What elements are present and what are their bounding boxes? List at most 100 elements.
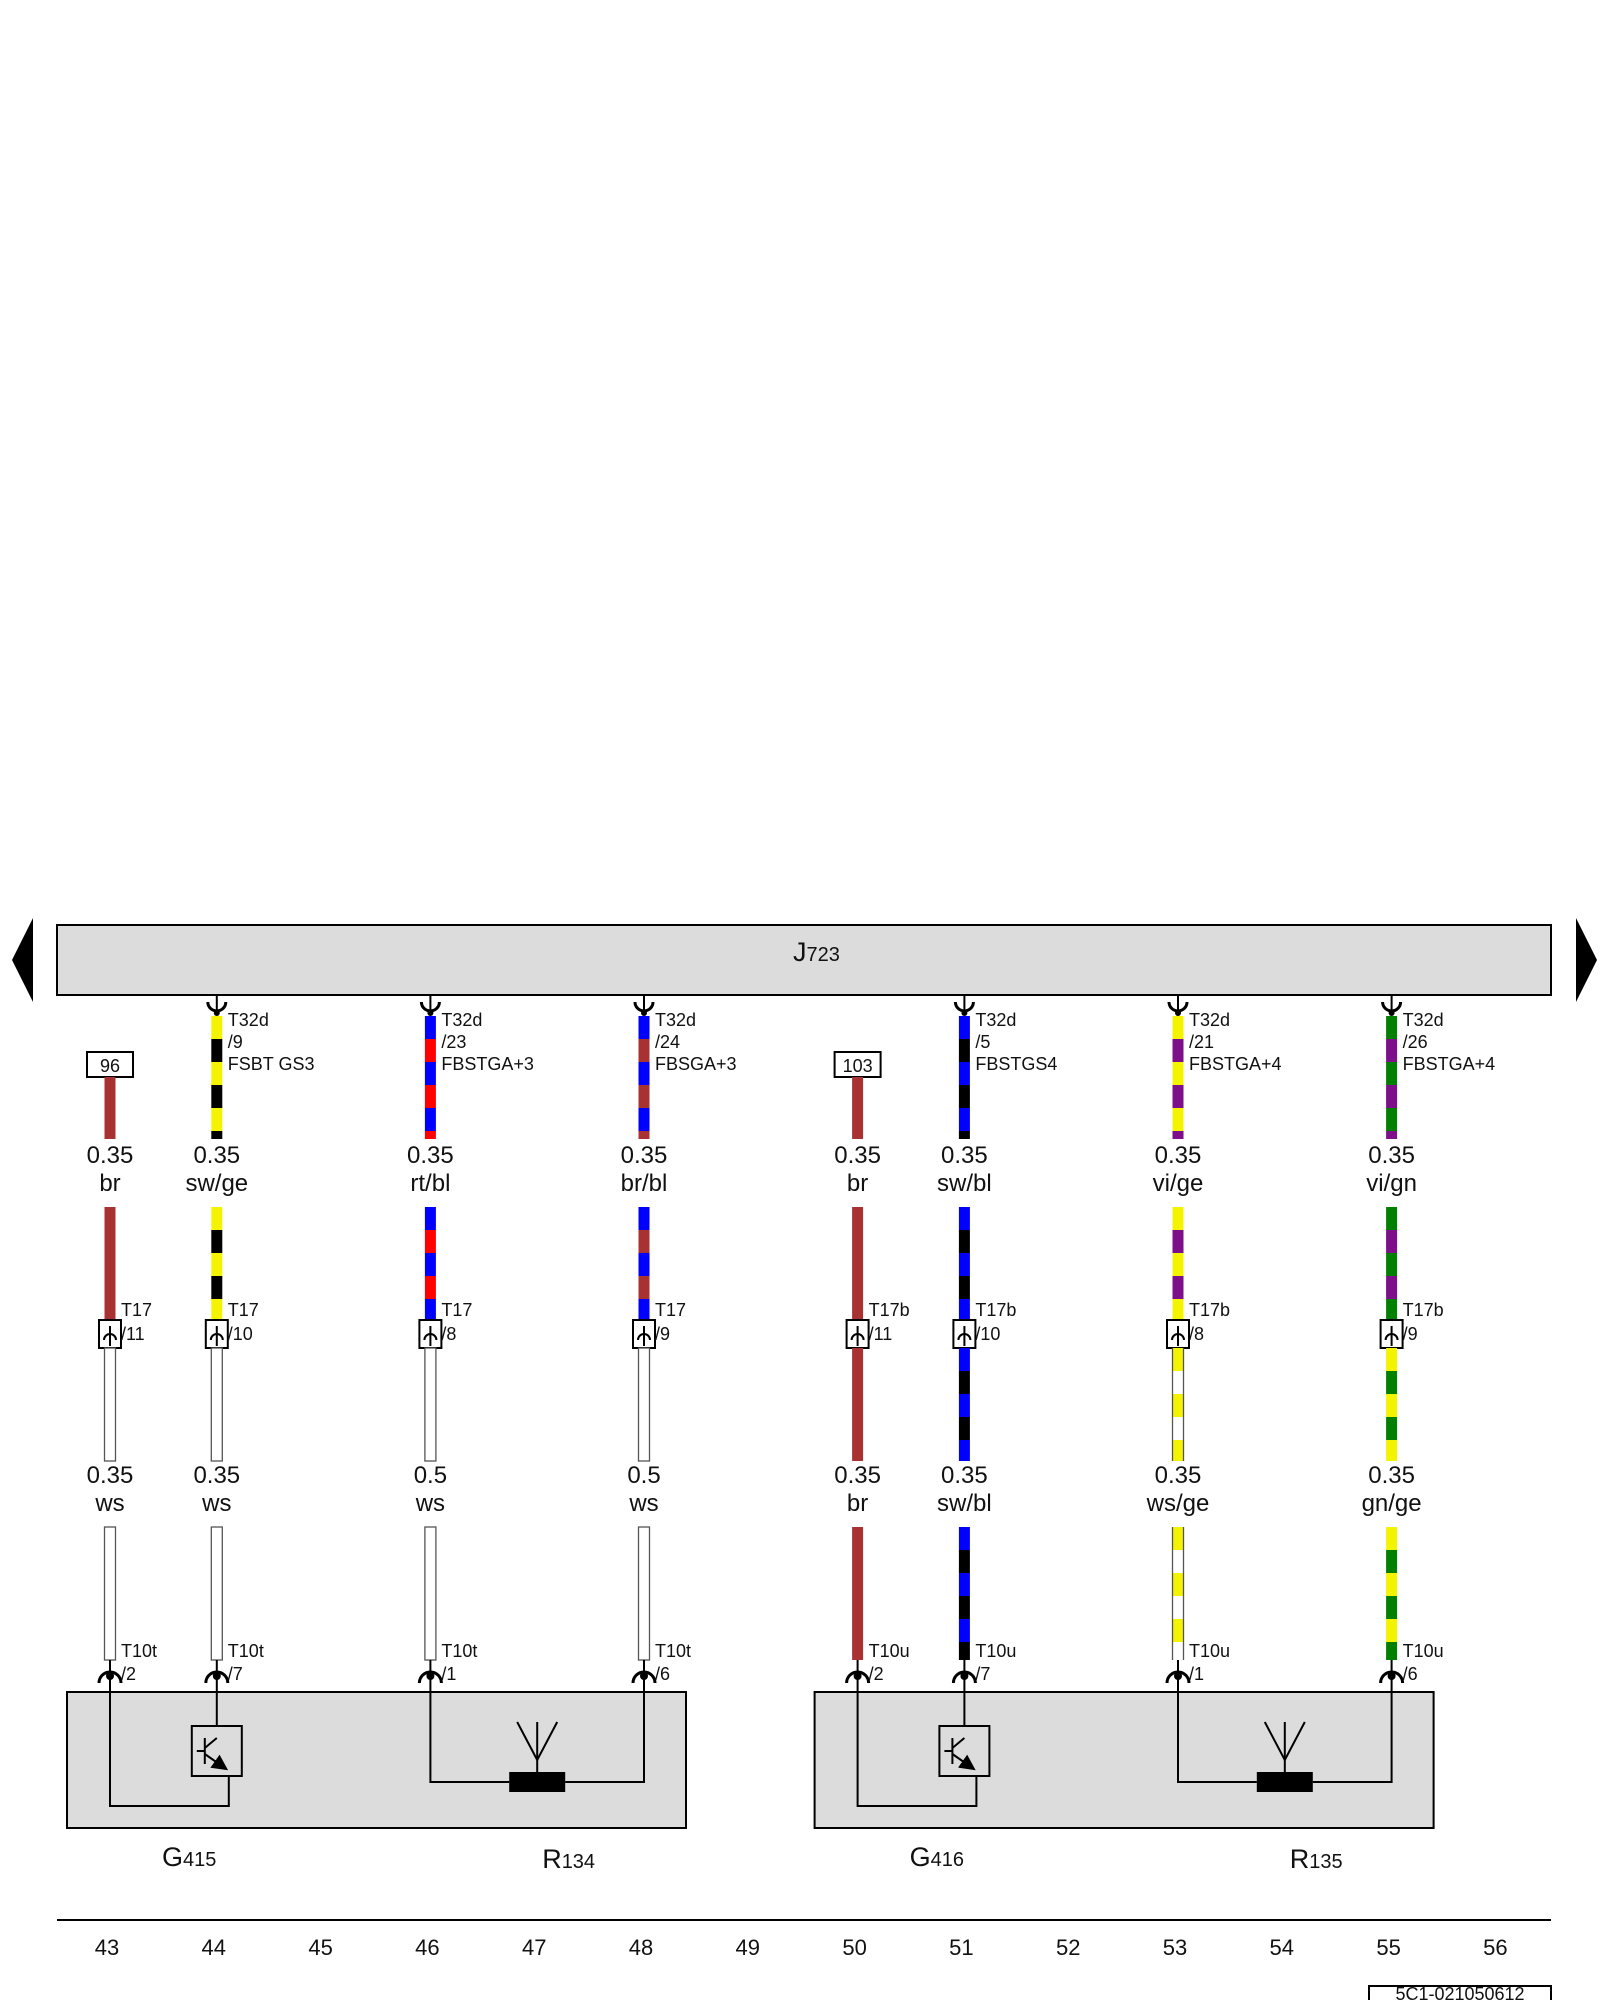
wire-cross-section: 0.35 <box>1155 1142 1202 1169</box>
previous-page-arrow-icon[interactable] <box>12 918 33 1002</box>
wire-stripe <box>1172 1039 1184 1062</box>
wire-stripe <box>958 1550 970 1573</box>
resistor-label: R134 <box>542 1844 595 1874</box>
wire-stripe <box>211 1131 223 1139</box>
wire-stripe <box>1172 1348 1184 1371</box>
wire-stripe <box>638 1230 650 1253</box>
wire-stripe <box>1172 1550 1184 1573</box>
wire-stripe <box>1386 1642 1398 1660</box>
wire-upper-top <box>424 1016 436 1139</box>
wire-stripe <box>958 1039 970 1062</box>
column-number: 48 <box>629 1935 653 1960</box>
wire-stripe <box>638 1253 650 1276</box>
wire-upper-top <box>104 1077 116 1139</box>
wire-stripe <box>1172 1573 1184 1596</box>
wire-fill <box>852 1527 864 1660</box>
wire-stripe <box>211 1039 223 1062</box>
wire-upper-top <box>958 1016 970 1139</box>
ecu-pin-dot <box>213 1010 220 1016</box>
resistor-wire <box>1312 1692 1393 1783</box>
wire-stripe <box>211 1085 223 1108</box>
wire-cross-section: 0.35 <box>941 1142 988 1169</box>
wire-fill <box>637 1347 651 1462</box>
wire-stripe <box>958 1062 970 1085</box>
connector-pin: /10 <box>228 1324 253 1344</box>
antenna-arms <box>1263 1721 1306 1763</box>
wire-stripe <box>958 1394 970 1417</box>
transistor-emitter <box>951 1753 976 1771</box>
wire-stripe <box>1172 1596 1184 1619</box>
connector-name: T17 <box>121 1300 152 1320</box>
wire-stripe <box>1172 1085 1184 1108</box>
wire-color-code: sw/ge <box>185 1170 248 1197</box>
component-pin: /6 <box>1403 1664 1418 1684</box>
wire-stripe <box>1386 1417 1398 1440</box>
wire-cross-section: 0.35 <box>941 1462 988 1489</box>
wire-stripe <box>1172 1440 1184 1461</box>
connector-pin: /11 <box>121 1324 145 1344</box>
reference-box <box>86 1051 134 1078</box>
wire-color-code: ws <box>201 1490 231 1517</box>
control-unit-label: J723 <box>793 937 840 967</box>
ecu-pin-dot <box>427 1010 434 1016</box>
next-page-arrow-icon[interactable] <box>1576 918 1597 1002</box>
wire-circuit: T32d/26FBSTGA+40.35vi/gnT17b/90.35gn/geT… <box>1362 995 1496 1692</box>
wire-upper-top <box>211 1016 223 1139</box>
wire-stripe <box>1386 1039 1398 1062</box>
wire-stripe <box>958 1619 970 1642</box>
ecu-pin-signal: FBSTGA+3 <box>441 1054 534 1074</box>
column-number: 50 <box>842 1935 866 1960</box>
connector-name: T17 <box>441 1300 472 1320</box>
wire-stripe <box>638 1207 650 1230</box>
wire-bottom <box>637 1526 651 1661</box>
column-number: 46 <box>415 1935 439 1960</box>
wire-cross-section: 0.35 <box>621 1142 668 1169</box>
wire-color-code: br <box>847 1170 868 1197</box>
wire-fill <box>852 1348 864 1461</box>
wire-stripe <box>1386 1573 1398 1596</box>
ecu-pin-connector: T32d <box>441 1010 482 1030</box>
component-pin: /1 <box>441 1664 456 1684</box>
wire-stripe <box>424 1253 436 1276</box>
wire-bottom <box>424 1526 437 1661</box>
wire-cross-section: 0.35 <box>193 1142 240 1169</box>
wire-fill <box>210 1526 223 1661</box>
wire-stripe <box>638 1276 650 1299</box>
ecu-pin-dot <box>1388 1010 1395 1016</box>
column-number: 45 <box>308 1935 332 1960</box>
wire-stripe <box>211 1253 223 1276</box>
wire-lower <box>103 1347 117 1462</box>
ecu-pin-number: /5 <box>975 1032 990 1052</box>
wire-bottom <box>103 1526 117 1661</box>
component-connector: T10u <box>1189 1641 1230 1661</box>
resistor-wire <box>429 1692 510 1783</box>
reference-box <box>833 1051 882 1078</box>
wire-cross-section: 0.35 <box>1368 1142 1415 1169</box>
ecu-pin-signal: FBSTGA+4 <box>1189 1054 1282 1074</box>
wire-stripe <box>1172 1207 1184 1230</box>
component-pin: /6 <box>655 1664 670 1684</box>
wire-color-code: gn/ge <box>1362 1490 1422 1517</box>
wire-cross-section: 0.35 <box>1368 1462 1415 1489</box>
connector-pin: /8 <box>441 1324 456 1344</box>
wire-stripe <box>1172 1253 1184 1276</box>
ecu-pin-signal: FSBT GS3 <box>228 1054 315 1074</box>
wire-stripe <box>211 1108 223 1131</box>
wire-stripe <box>958 1440 970 1461</box>
wire-stripe <box>1386 1619 1398 1642</box>
wire-stripe <box>638 1085 650 1108</box>
column-number: 55 <box>1376 1935 1400 1960</box>
wire-cross-section: 0.35 <box>834 1462 881 1489</box>
resistor-label: R135 <box>1290 1844 1343 1874</box>
wire-lower <box>1171 1348 1185 1461</box>
wire-bottom <box>852 1527 864 1660</box>
transistor-emitter <box>204 1753 229 1771</box>
ecu-pin-signal: FBSTGA+4 <box>1403 1054 1496 1074</box>
